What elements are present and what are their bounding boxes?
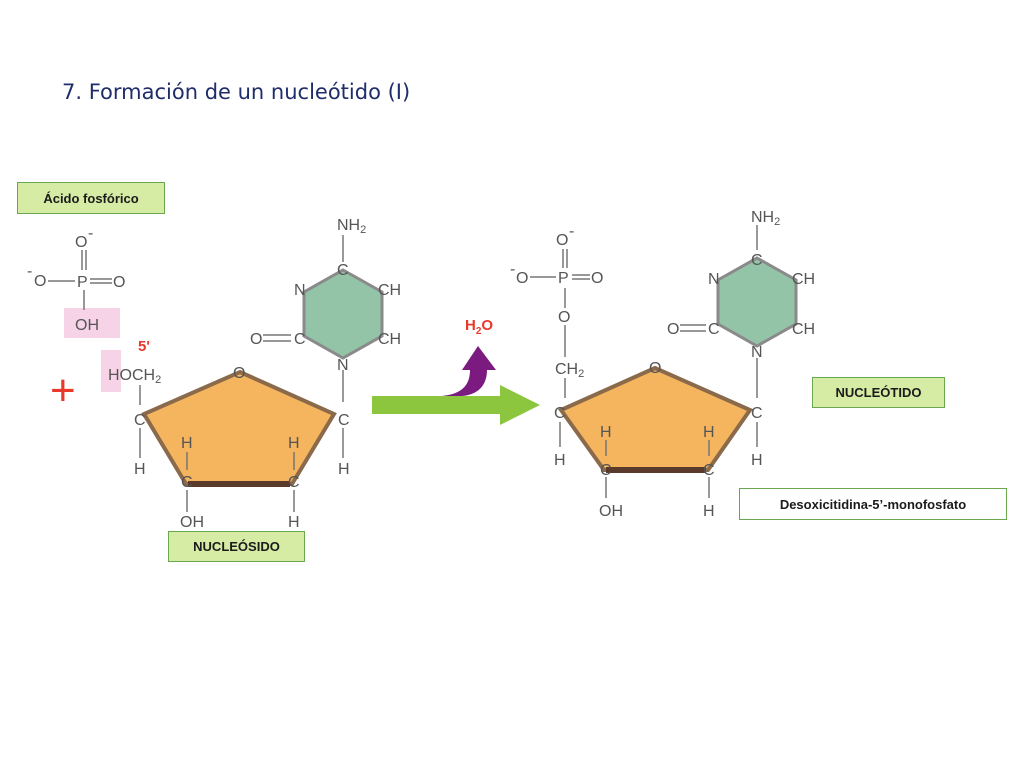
product-o-top: O bbox=[556, 232, 568, 249]
product-o-top-charge: - bbox=[569, 223, 574, 240]
product-sugar-c4: C bbox=[751, 405, 763, 422]
sugar-o: O bbox=[233, 365, 245, 382]
product-base-ch-lower: CH bbox=[792, 321, 815, 338]
sugar-h3: H bbox=[288, 514, 300, 531]
reaction-arrow bbox=[372, 385, 540, 425]
acid-p: P bbox=[77, 274, 88, 291]
product-base-ch-upper: CH bbox=[792, 271, 815, 288]
product-o-right: O bbox=[591, 270, 603, 287]
phosphoric-acid: O - - O P O OH bbox=[27, 225, 125, 338]
product-sugar-o: O bbox=[649, 360, 661, 377]
base-ch-upper: CH bbox=[378, 282, 401, 299]
acid-o-left-charge: - bbox=[27, 263, 32, 280]
sugar-oh: OH bbox=[180, 514, 204, 531]
product-sugar-c2: C bbox=[600, 462, 612, 479]
sugar-c4: C bbox=[338, 412, 350, 429]
oh-highlight bbox=[64, 308, 120, 338]
base-c-left: C bbox=[294, 331, 306, 348]
product-p: P bbox=[558, 270, 569, 287]
base-ch-lower: CH bbox=[378, 331, 401, 348]
sugar-hoch2: HOCH2 bbox=[108, 367, 161, 386]
base-n-left: N bbox=[294, 282, 306, 299]
base-n-bottom: N bbox=[337, 357, 349, 374]
product-base-ring bbox=[716, 256, 798, 348]
plus-sign: + bbox=[50, 366, 76, 415]
product-sugar-h1: H bbox=[554, 452, 566, 469]
acid-oh: OH bbox=[75, 317, 99, 334]
product-base-nh2: NH2 bbox=[751, 209, 780, 228]
acid-o-top: O bbox=[75, 234, 87, 251]
product-base-c-left: C bbox=[708, 321, 720, 338]
product-sugar-h3-up: H bbox=[703, 424, 715, 441]
product-sugar-c1: C bbox=[554, 405, 566, 422]
sugar-h3-up: H bbox=[288, 435, 300, 452]
sugar-h2-up: H bbox=[181, 435, 193, 452]
product-sugar-c3: C bbox=[703, 462, 715, 479]
base-o: O bbox=[250, 331, 262, 348]
product-sugar-h4: H bbox=[751, 452, 763, 469]
product-sugar-h3: H bbox=[703, 503, 715, 520]
green-arrow-icon bbox=[372, 385, 540, 425]
product-ch2: CH2 bbox=[555, 361, 584, 380]
acid-o-top-charge: - bbox=[88, 225, 93, 242]
product-o-left: O bbox=[516, 270, 528, 287]
base-nh2: NH2 bbox=[337, 217, 366, 236]
product-o-link: O bbox=[558, 309, 570, 326]
sugar-ring bbox=[141, 369, 337, 486]
sugar-c3: C bbox=[288, 474, 300, 491]
nucleotide-structure: O - - O P O O CH2 NH2 C N CH C CH O N O … bbox=[510, 209, 815, 520]
product-base-n-left: N bbox=[708, 271, 720, 288]
product-name-label: Desoxicitidina-5’-monofosfato bbox=[739, 488, 1007, 520]
nucleoside-structure: NH2 C N CH C CH O N HOCH2 O C C H H H H … bbox=[101, 217, 401, 531]
base-ring bbox=[302, 268, 384, 360]
product-sugar-h2-up: H bbox=[600, 424, 612, 441]
h-highlight bbox=[101, 350, 121, 392]
water-release-arrow bbox=[442, 346, 496, 396]
base-c-top: C bbox=[337, 262, 349, 279]
sugar-c1: C bbox=[134, 412, 146, 429]
acid-o-right: O bbox=[113, 274, 125, 291]
nucleotide-label: NUCLEÓTIDO bbox=[812, 377, 945, 408]
sugar-c2: C bbox=[181, 474, 193, 491]
purple-arrow-icon bbox=[442, 346, 496, 396]
nucleoside-label: NUCLEÓSIDO bbox=[168, 531, 305, 562]
product-base-n-bottom: N bbox=[751, 344, 763, 361]
acid-o-left: O bbox=[34, 273, 46, 290]
phosphoric-acid-label: Ácido fosfórico bbox=[17, 182, 165, 214]
product-base-c-top: C bbox=[751, 252, 763, 269]
five-prime-label: 5' bbox=[138, 338, 150, 355]
product-sugar-ring bbox=[557, 365, 754, 472]
sugar-h4: H bbox=[338, 461, 350, 478]
water-label: H2O bbox=[465, 317, 493, 337]
sugar-h1: H bbox=[134, 461, 146, 478]
product-base-o: O bbox=[667, 321, 679, 338]
product-o-left-charge: - bbox=[510, 261, 515, 278]
page-title: 7. Formación de un nucleótido (I) bbox=[62, 80, 411, 104]
product-sugar-oh: OH bbox=[599, 503, 623, 520]
